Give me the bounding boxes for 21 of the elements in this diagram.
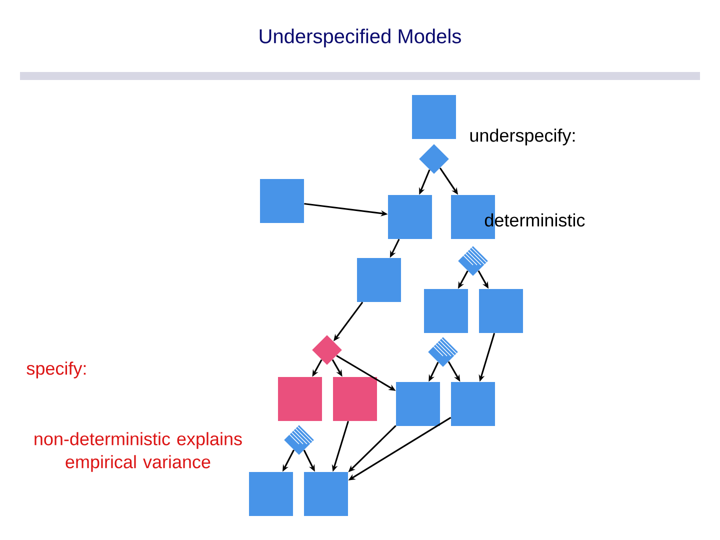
node-box — [249, 472, 293, 516]
node-box — [304, 472, 348, 516]
node-box — [424, 289, 468, 333]
node-box — [357, 258, 401, 302]
node-box — [451, 382, 495, 426]
decision-diamond — [458, 246, 488, 276]
node-box — [260, 179, 304, 223]
annotation-text: specify: — [26, 362, 86, 378]
node-box — [388, 195, 432, 239]
decision-diamond — [428, 337, 458, 367]
node-box — [396, 382, 440, 426]
decision-diamond — [312, 335, 342, 365]
title: Underspecified Models — [260, 28, 461, 48]
node-box — [412, 95, 456, 139]
decision-diamond — [284, 425, 314, 455]
annotation-text: non-deterministic explains empirical variance — [34, 432, 242, 472]
annotation-text: underspecify: — [470, 128, 575, 146]
node-box — [278, 377, 322, 421]
node-box — [333, 377, 377, 421]
node-box — [479, 289, 523, 333]
decision-diamond — [419, 144, 449, 174]
